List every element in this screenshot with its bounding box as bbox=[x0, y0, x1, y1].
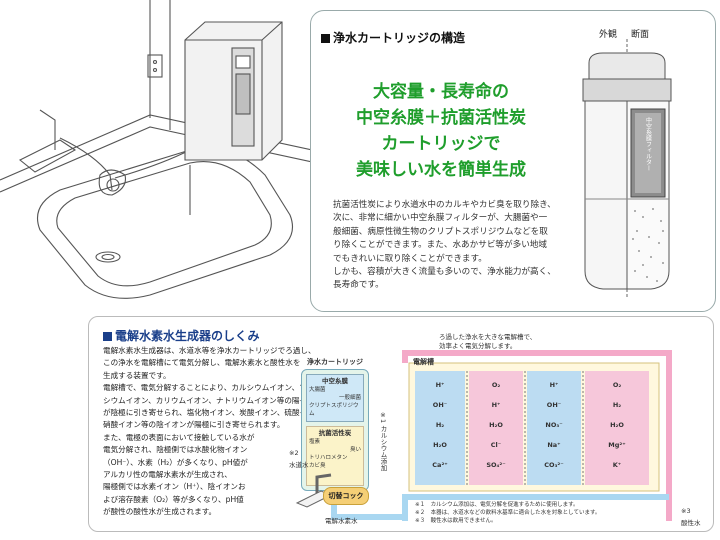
label-section: 断面 bbox=[631, 30, 650, 40]
description-line: 次に、非常に細かい中空糸膜フィルターが、大腸菌や一 bbox=[333, 213, 548, 224]
body-line: 電解水素水生成器は、水道水等を浄水カートリッジでろ過し、 bbox=[103, 346, 316, 355]
label-exterior: 外観 bbox=[599, 30, 618, 40]
acidic-water-label: 酸性水 bbox=[681, 519, 701, 527]
ion-label: SO₄²⁻ bbox=[486, 461, 506, 469]
ion-label: OH⁻ bbox=[546, 401, 562, 409]
electrolysis-diagram: ろ過した浄水を大きな電解槽で、 効率よく電気分解します。 浄水カートリッジ 電解… bbox=[289, 321, 709, 529]
carbon-label: 抗菌活性炭 bbox=[318, 429, 352, 437]
ion-label: H⁺ bbox=[435, 381, 445, 389]
description-line: 抗菌活性炭により水道水中のカルキやカビ臭を取り除き、 bbox=[333, 200, 556, 210]
ion-label: Mg²⁺ bbox=[608, 441, 626, 449]
description-line: り除くことができます。また、水あかサビ等が多い地域 bbox=[333, 240, 547, 251]
ion-label: H₂O bbox=[610, 421, 624, 429]
ion-label: Ca²⁺ bbox=[432, 461, 448, 469]
hollow-fiber-item: 大腸菌 bbox=[309, 387, 326, 393]
hollow-fiber-item: 一般細菌 bbox=[338, 395, 361, 401]
ion-label: OH⁻ bbox=[432, 401, 448, 409]
cartridge-headline: 大容量・長寿命の 中空糸膜＋抗菌活性炭 カートリッジで 美味しい水を簡単生成 bbox=[341, 79, 541, 183]
switch-cock: 切替コック bbox=[323, 487, 369, 505]
cartridge-vertical-label: 中空糸膜フィルター bbox=[645, 116, 652, 171]
ion-label: O₂ bbox=[612, 381, 622, 389]
hollow-fiber-label: 中空糸膜 bbox=[322, 377, 348, 385]
cartridge-description: 抗菌活性炭により水道水中のカルキやカビ臭を取り除き、 次に、非常に細かい中空糸膜… bbox=[333, 199, 573, 293]
body-line: 生成する装置です。 bbox=[103, 370, 171, 380]
hollow-fiber-block: 中空糸膜 大腸菌 一般細菌 クリプトスポリジウム bbox=[306, 374, 364, 422]
body-line: （OH⁻）、水素（H₂）が多くなり、pH値が bbox=[103, 457, 248, 467]
body-line: 陽極側では水素イオン（H⁺）、陰イオンお bbox=[103, 482, 246, 492]
diagram-cell-label: 電解槽 bbox=[413, 358, 434, 366]
carbon-item: 塩素 bbox=[309, 439, 321, 445]
body-line: この浄水を電解槽にて電気分解し、電解水素水と酸性水を bbox=[103, 358, 301, 368]
headline-line-4: 美味しい水を簡単生成 bbox=[356, 160, 526, 180]
headline-line-3: カートリッジで bbox=[381, 134, 501, 154]
footnote-line: ※２ 本器は、水道水などの飲料水基準に適合した水を対象としています。 bbox=[415, 510, 601, 516]
hydrogen-water-label: 電解水素水 bbox=[325, 517, 358, 525]
ion-label: Cl⁻ bbox=[490, 441, 502, 449]
ion-label: Na⁺ bbox=[547, 441, 561, 449]
electrolysis-panel: 電解水素水生成器のしくみ 電解水素水生成器は、水道水等を浄水カートリッジでろ過し… bbox=[88, 316, 714, 532]
body-line: が酸性の酸性水が生成されます。 bbox=[103, 507, 217, 517]
heading-square-icon bbox=[321, 34, 330, 43]
acidic-water-note: ※3 bbox=[681, 507, 691, 515]
ion-label: K⁺ bbox=[612, 461, 622, 469]
electrolysis-heading: 電解水素水生成器のしくみ bbox=[103, 327, 259, 344]
ion-column-cathode: H⁺ OH⁻ H₂ H₂O Ca²⁺ bbox=[415, 375, 465, 475]
top-note-line: ろ過した浄水を大きな電解槽で、 bbox=[439, 333, 537, 341]
carbon-item: 臭い bbox=[349, 447, 361, 453]
ion-label: H₂O bbox=[433, 441, 447, 449]
description-line: でもきれいに取り除くことができます。 bbox=[333, 253, 487, 264]
body-line: 電解槽で、電気分解することにより、カルシウムイオン、マグネ bbox=[103, 383, 322, 393]
body-line: 電気分解され、陰極側では水酸化物イオン bbox=[103, 445, 248, 455]
tap-water-note: ※2 bbox=[289, 449, 299, 457]
footnotes: ※１ カルシウム添加は、電気分解を促進するために使用します。 ※２ 本器は、水道… bbox=[415, 501, 600, 525]
flow-pipes bbox=[309, 350, 672, 521]
ion-label: O₂ bbox=[491, 381, 501, 389]
ion-label: H⁺ bbox=[491, 401, 501, 409]
footnote-line: ※３ 酸性水は飲用できません。 bbox=[415, 518, 497, 524]
description-line: 長寿命です。 bbox=[333, 280, 384, 291]
top-note: ろ過した浄水を大きな電解槽で、 効率よく電気分解します。 bbox=[439, 333, 536, 351]
body-line: アルカリ性の電解水素水が生成され、 bbox=[103, 470, 232, 480]
ion-label: H⁺ bbox=[549, 381, 559, 389]
body-line: 硝酸イオン等の陰イオンが陽極に引き寄せられます。 bbox=[103, 420, 285, 430]
ion-column-anode-2: O₂ H₂ H₂O Mg²⁺ K⁺ bbox=[585, 375, 649, 475]
heading-square-icon bbox=[103, 332, 112, 341]
top-note-line: 効率よく電気分解します。 bbox=[439, 342, 517, 350]
footnote-line: ※１ カルシウム添加は、電気分解を促進するために使用します。 bbox=[415, 502, 579, 508]
description-line: 般細菌、病原性微生物のクリプトスポリジウムなどを取 bbox=[333, 226, 548, 237]
ion-label: H₂ bbox=[435, 421, 445, 429]
body-line: が陰極に引き寄せられ、塩化物イオン、炭酸イオン、硫酸イオン、 bbox=[103, 408, 330, 418]
ion-column-cathode-2: H⁺ OH⁻ NO₃⁻ Na⁺ CO₃²⁻ bbox=[527, 375, 581, 475]
description-line: しかも、容積が大きく流量も多いので、浄水能力が高く、 bbox=[333, 267, 556, 278]
cartridge-structure-panel: 浄水カートリッジの構造 大容量・長寿命の 中空糸膜＋抗菌活性炭 カートリッジで … bbox=[310, 10, 716, 312]
headline-line-2: 中空糸膜＋抗菌活性炭 bbox=[356, 108, 526, 128]
carbon-item: トリハロメタン bbox=[309, 455, 348, 461]
electrolysis-body: 電解水素水生成器は、水道水等を浄水カートリッジでろ過し、 この浄水を電解槽にて電… bbox=[103, 345, 403, 519]
body-line: また、電極の表面において接触している水が bbox=[103, 432, 255, 442]
body-line: シウムイオン、カリウムイオン、ナトリウムイオン等の陽イオン bbox=[103, 395, 323, 405]
tap-water-label: 水道水 bbox=[289, 461, 309, 469]
cartridge-cross-section-drawing: 中空糸膜フィルター bbox=[582, 39, 672, 299]
ion-column-anode: O₂ H⁺ H₂O Cl⁻ SO₄²⁻ bbox=[469, 375, 523, 475]
ion-label: H₂O bbox=[489, 421, 503, 429]
ion-label: H₂ bbox=[612, 401, 622, 409]
kitchen-sink-illustration bbox=[0, 0, 312, 299]
carbon-item: カビ臭 bbox=[309, 463, 326, 469]
cartridge-heading: 浄水カートリッジの構造 bbox=[321, 29, 465, 46]
ion-label: CO₃²⁻ bbox=[544, 461, 564, 469]
ion-label: NO₃⁻ bbox=[545, 421, 563, 429]
cartridge-heading-text: 浄水カートリッジの構造 bbox=[333, 31, 466, 45]
electrolysis-heading-text: 電解水素水生成器のしくみ bbox=[115, 329, 260, 343]
diagram-cartridge-label: 浄水カートリッジ bbox=[307, 358, 363, 366]
calcium-note: ※1 カルシウム添加 bbox=[379, 411, 387, 471]
diagram-cartridge: 中空糸膜 大腸菌 一般細菌 クリプトスポリジウム 抗菌活性炭 塩素 臭い トリハ… bbox=[301, 369, 369, 491]
hollow-fiber-item: クリプトスポリジウム bbox=[309, 403, 359, 417]
headline-line-1: 大容量・長寿命の bbox=[373, 82, 509, 102]
body-line: よび溶存酸素（O₂）等が多くなり、pH値 bbox=[103, 494, 244, 504]
